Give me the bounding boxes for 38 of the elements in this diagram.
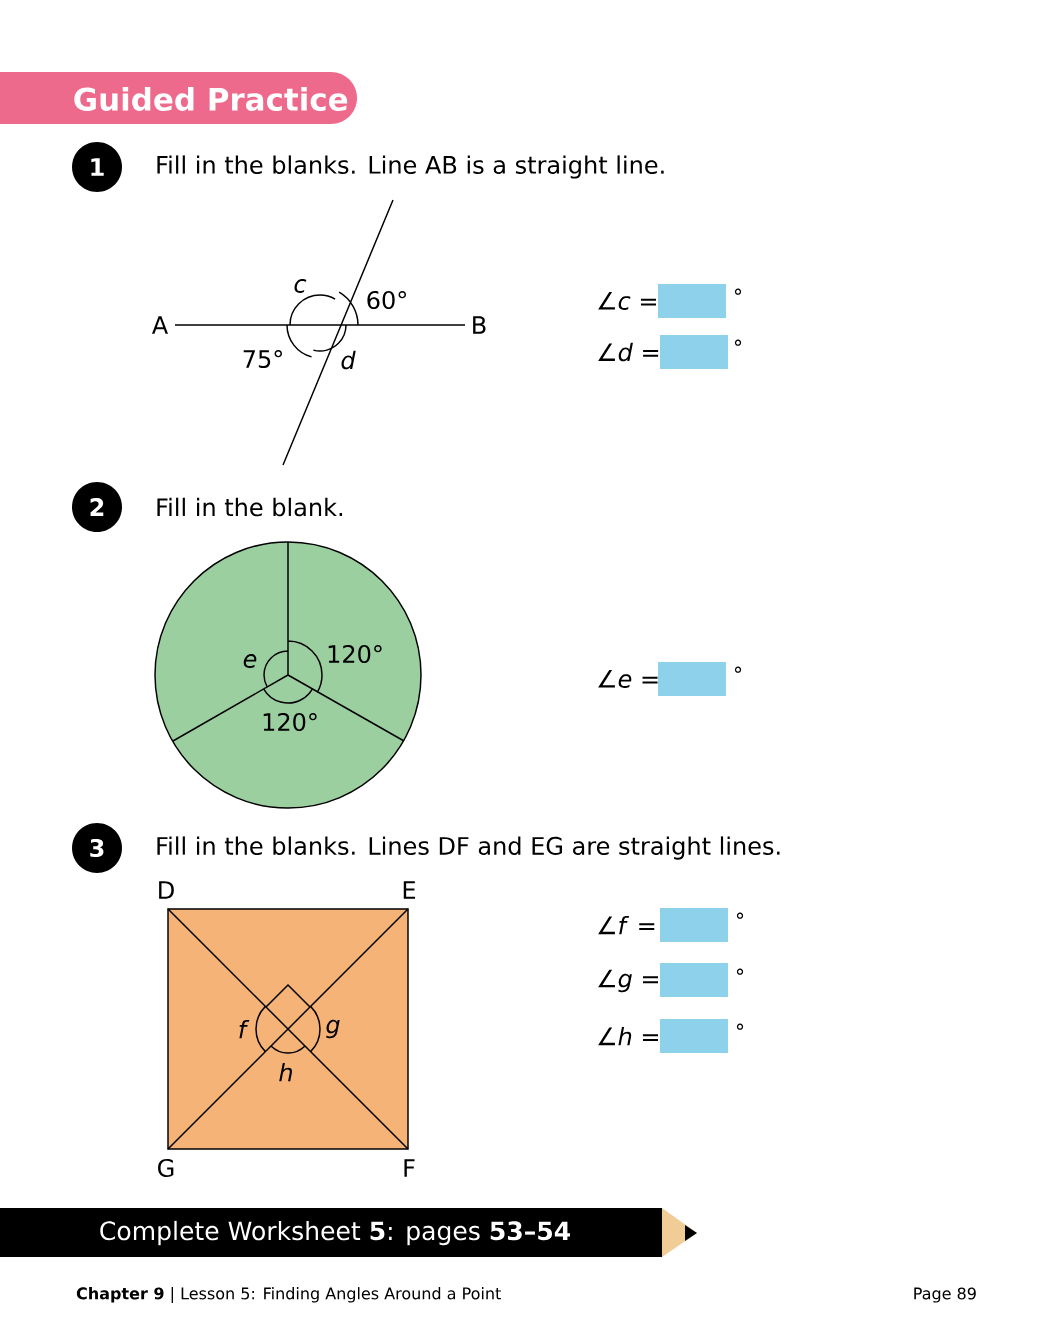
angle-label: f — [239, 1019, 250, 1039]
point-label: F — [404, 1159, 415, 1177]
question-number: 2 — [72, 482, 122, 532]
angle-expression: ∠c = — [598, 292, 656, 310]
angle-expression: ∠g = — [598, 969, 658, 993]
angle-expression: ∠e = — [598, 670, 658, 688]
angle-label: h — [279, 1062, 292, 1082]
pencil-banner: Complete Worksheet 5: pages 53–54 — [0, 1208, 697, 1257]
angle-measure: 75° — [243, 349, 282, 369]
angle-label: d — [341, 350, 356, 370]
question-number: 3 — [72, 823, 122, 873]
title-banner: Guided Practice — [0, 72, 357, 124]
question-text: Fill in the blanks. Line AB is a straight line. — [157, 155, 664, 179]
question-text: Fill in the blanks. Lines DF and EG are straight lines. — [157, 836, 780, 860]
angle-measure: 120° — [263, 712, 317, 732]
angle-label: e — [243, 654, 257, 668]
point-label: D — [159, 881, 174, 899]
degree-sign: ° — [736, 1023, 744, 1030]
angle-measure: 120° — [328, 644, 382, 664]
page-number: Page 89 — [914, 1287, 976, 1303]
point-label: B — [473, 316, 486, 334]
angle-label: c — [294, 279, 307, 293]
angle-expression: ∠h = — [598, 1026, 658, 1046]
footer-text: Chapter 9 | Lesson 5: Finding Angles Around a Point — [76, 1287, 501, 1303]
question-text: Fill in the blank. — [157, 497, 343, 517]
angle-label: g — [326, 1019, 340, 1039]
degree-sign: ° — [734, 339, 742, 346]
degree-sign: ° — [734, 666, 742, 673]
degree-sign: ° — [736, 912, 744, 919]
question-number: 1 — [72, 142, 122, 192]
angle-expression: ∠d = — [598, 342, 659, 362]
angle-measure: 60° — [367, 290, 406, 310]
point-label: G — [158, 1158, 174, 1178]
angle-expression: ∠f = — [598, 915, 655, 935]
point-label: E — [403, 881, 416, 899]
degree-sign: ° — [736, 968, 744, 975]
degree-sign: ° — [734, 288, 742, 295]
point-label: A — [152, 316, 168, 334]
